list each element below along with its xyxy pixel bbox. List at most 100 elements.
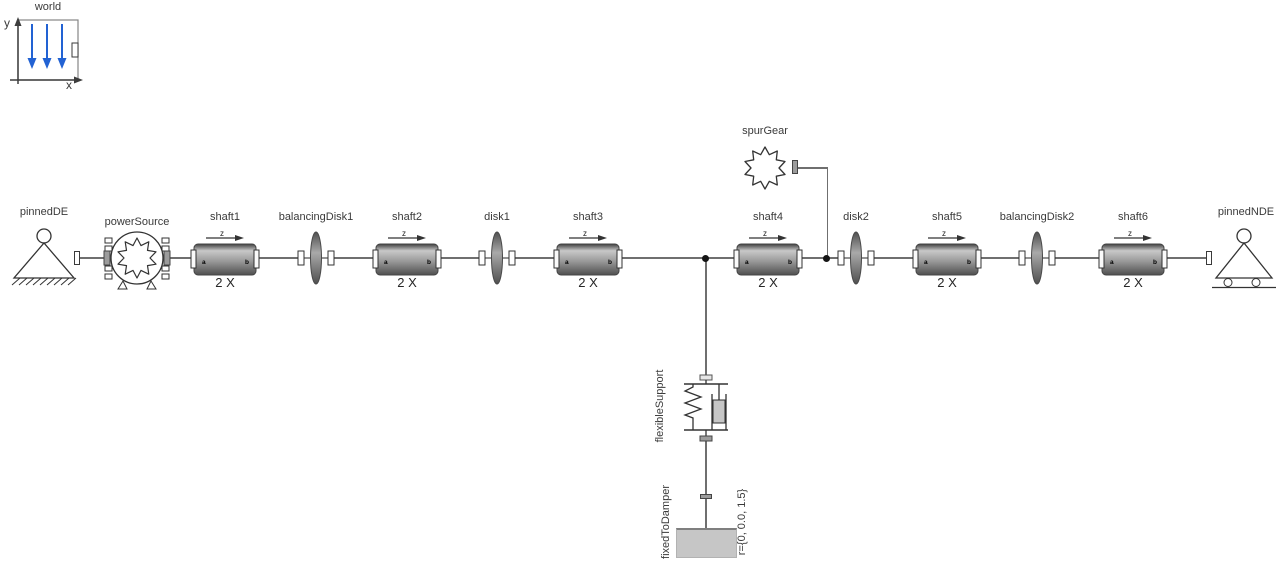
connection-line-support[interactable] xyxy=(705,258,707,375)
world-y-axis-label: y xyxy=(4,16,10,30)
component-shaft5[interactable]: z a b xyxy=(912,229,982,281)
shaft-count-label: 2 X xyxy=(397,275,417,290)
disk-port-b[interactable] xyxy=(327,250,335,266)
component-disk2[interactable] xyxy=(837,227,875,289)
shaft-port-b[interactable] xyxy=(435,249,442,269)
world-x-axis-arrow-icon xyxy=(74,76,83,84)
component-pinnedDE[interactable] xyxy=(11,228,78,286)
shaft-port-a[interactable] xyxy=(553,249,560,269)
disk-port-a[interactable] xyxy=(297,250,305,266)
disk-port-b[interactable] xyxy=(508,250,516,266)
connection-line[interactable] xyxy=(1054,257,1103,259)
connection-line[interactable] xyxy=(514,257,558,259)
disk-port-b[interactable] xyxy=(867,250,875,266)
disk-icon xyxy=(310,231,322,285)
component-label-disk2: disk2 xyxy=(843,211,869,223)
world-x-axis-label: x xyxy=(66,78,72,92)
pinnedDE-port[interactable] xyxy=(74,251,80,265)
connection-line-spurgear[interactable] xyxy=(826,167,828,259)
pivot-icon xyxy=(36,228,52,244)
flexibleSupport-port-bottom[interactable] xyxy=(699,435,713,442)
connection-line[interactable] xyxy=(438,257,480,259)
disk-port-b[interactable] xyxy=(1048,250,1056,266)
shaft-port-a[interactable] xyxy=(733,249,740,269)
shaft-port-a[interactable] xyxy=(190,249,197,269)
component-world[interactable] xyxy=(6,14,90,98)
shaft-port-b[interactable] xyxy=(975,249,982,269)
shaft-count-label: 2 X xyxy=(578,275,598,290)
component-pinnedNDE[interactable] xyxy=(1212,228,1282,290)
component-label-disk1: disk1 xyxy=(484,211,510,223)
shaft-port-a[interactable] xyxy=(1098,249,1105,269)
powerSource-port-a[interactable] xyxy=(103,250,111,266)
component-label-balancingDisk2: balancingDisk2 xyxy=(999,211,1075,223)
connection-line[interactable] xyxy=(333,257,377,259)
disk-port-a[interactable] xyxy=(837,250,845,266)
connection-line[interactable] xyxy=(618,257,738,259)
port-a-label: a xyxy=(384,259,388,266)
shaft-axis-arrowhead-icon xyxy=(1143,235,1152,241)
connection-line[interactable] xyxy=(798,257,839,259)
component-balancingDisk2[interactable] xyxy=(1018,227,1056,289)
connection-junction[interactable] xyxy=(702,254,709,262)
connection-junction[interactable] xyxy=(823,254,830,262)
component-label-world: world xyxy=(34,1,62,13)
gear-icon xyxy=(117,237,157,279)
flexibleSupport-port-top[interactable] xyxy=(699,374,713,381)
component-spurGear[interactable] xyxy=(740,143,790,193)
connection-line[interactable] xyxy=(80,257,106,259)
fixedToDamper-param-label: r={0, 0.0, 1.5} xyxy=(736,488,748,556)
shaft-port-b[interactable] xyxy=(1161,249,1168,269)
component-disk1[interactable] xyxy=(478,227,516,289)
connection-line-support[interactable] xyxy=(705,441,707,494)
shaft-port-b[interactable] xyxy=(796,249,803,269)
shaft-port-b[interactable] xyxy=(253,249,260,269)
shaft-axis-arrowhead-icon xyxy=(235,235,244,241)
shaft-port-a[interactable] xyxy=(912,249,919,269)
shaft-axis-label: z xyxy=(1128,229,1132,238)
shaft-count-label: 2 X xyxy=(758,275,778,290)
shaft-axis-label: z xyxy=(942,229,946,238)
shaft-port-b[interactable] xyxy=(616,249,623,269)
component-balancingDisk1[interactable] xyxy=(297,227,335,289)
component-label-shaft5: shaft5 xyxy=(932,211,962,223)
component-shaft1[interactable]: z a b xyxy=(190,229,260,281)
component-label-flexibleSupport: flexibleSupport xyxy=(654,369,666,443)
shaft-axis-label: z xyxy=(402,229,406,238)
connection-line[interactable] xyxy=(168,257,194,259)
port-b-label: b xyxy=(967,259,971,266)
component-fixedToDamper[interactable] xyxy=(676,528,737,558)
component-shaft4[interactable]: z a b xyxy=(733,229,803,281)
component-label-shaft2: shaft2 xyxy=(392,211,422,223)
component-shaft2[interactable]: z a b xyxy=(372,229,442,281)
component-flexibleSupport[interactable] xyxy=(676,373,736,443)
port-b-label: b xyxy=(1153,259,1157,266)
connection-line[interactable] xyxy=(1163,257,1207,259)
component-label-shaft4: shaft4 xyxy=(753,211,783,223)
connection-line-support[interactable] xyxy=(705,499,707,529)
component-powerSource[interactable] xyxy=(103,226,171,294)
port-b-label: b xyxy=(608,259,612,266)
port-a-label: a xyxy=(1110,259,1114,266)
spurGear-port[interactable] xyxy=(792,160,798,174)
connection-line[interactable] xyxy=(978,257,1020,259)
pinnedNDE-port[interactable] xyxy=(1206,251,1212,265)
world-frame-port[interactable] xyxy=(71,42,79,58)
connection-line[interactable] xyxy=(256,257,299,259)
shaft-count-label: 2 X xyxy=(1123,275,1143,290)
disk-port-a[interactable] xyxy=(1018,250,1026,266)
powerSource-port-b[interactable] xyxy=(163,250,171,266)
shaft-port-a[interactable] xyxy=(372,249,379,269)
connection-line-spurgear[interactable] xyxy=(798,167,828,169)
component-shaft6[interactable]: z a b xyxy=(1098,229,1168,281)
disk-port-a[interactable] xyxy=(478,250,486,266)
shaft-axis-arrowhead-icon xyxy=(598,235,607,241)
component-shaft3[interactable]: z a b xyxy=(553,229,623,281)
fixedToDamper-port[interactable] xyxy=(700,494,712,499)
disk-icon xyxy=(850,231,862,285)
port-a-label: a xyxy=(565,259,569,266)
connection-line[interactable] xyxy=(873,257,918,259)
damper-cylinder-icon xyxy=(711,394,727,430)
shaft-axis-label: z xyxy=(220,229,224,238)
